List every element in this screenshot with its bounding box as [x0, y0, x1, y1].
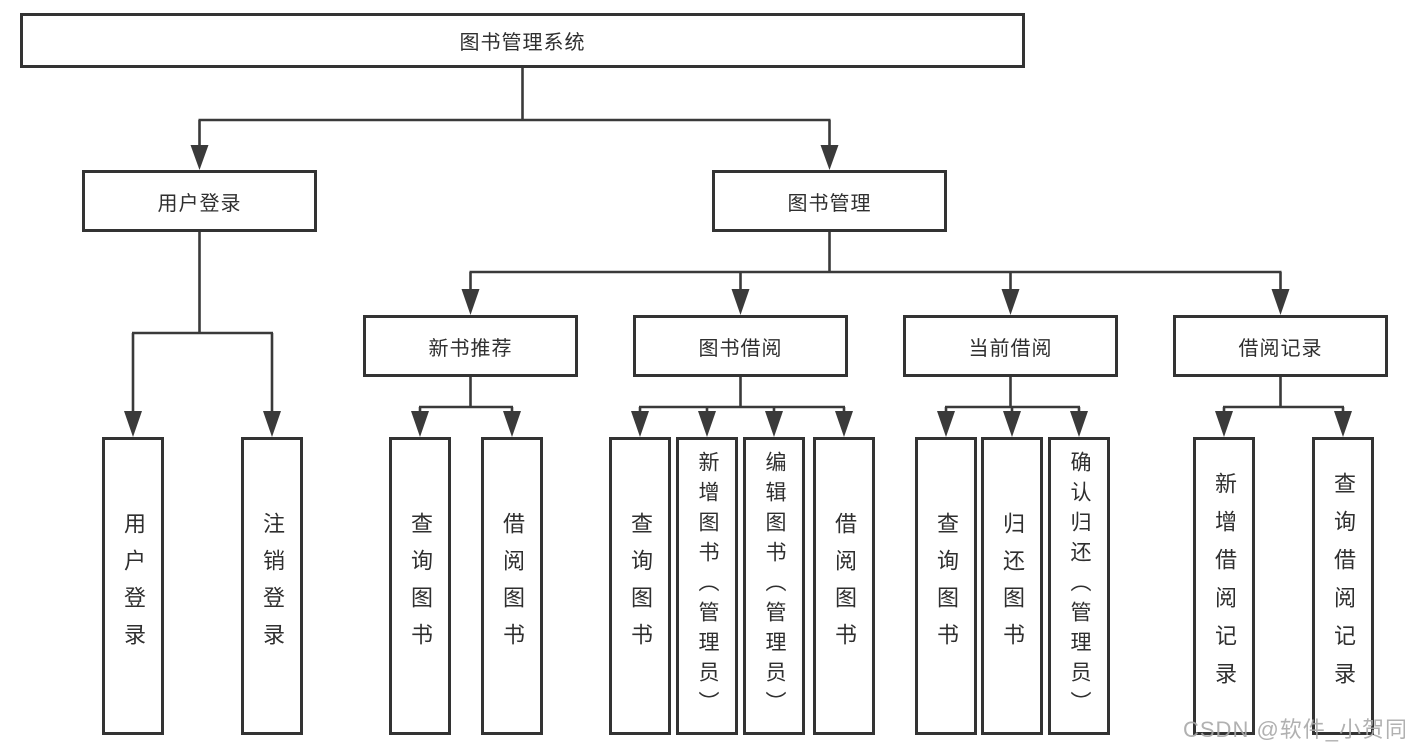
leaf-label: 查询图书 [408, 512, 433, 660]
leaf-user-login: 用户登录 [102, 437, 164, 735]
leaf-label: 归还图书 [1000, 512, 1025, 660]
leaf-cb-confirm-return-admin: 确认归还（管理员） [1048, 437, 1110, 735]
leaf-label: 用户登录 [121, 512, 146, 660]
leaf-label: 查询借阅记录 [1331, 472, 1356, 700]
node-new-book-recommend: 新书推荐 [363, 315, 578, 377]
leaf-nbr-query-books: 查询图书 [389, 437, 451, 735]
leaf-label: 编辑图书（管理员） [763, 451, 786, 721]
leaf-label: 查询图书 [934, 512, 959, 660]
leaf-bb-query-books: 查询图书 [609, 437, 671, 735]
node-user-login: 用户登录 [82, 170, 317, 232]
node-book-management: 图书管理 [712, 170, 947, 232]
leaf-cb-query-books: 查询图书 [915, 437, 977, 735]
leaf-label: 新增借阅记录 [1212, 472, 1237, 700]
leaf-br-query-record: 查询借阅记录 [1312, 437, 1374, 735]
node-borrow-records: 借阅记录 [1173, 315, 1388, 377]
node-system-root: 图书管理系统 [20, 13, 1025, 68]
leaf-br-add-record: 新增借阅记录 [1193, 437, 1255, 735]
leaf-bb-edit-books-admin: 编辑图书（管理员） [743, 437, 805, 735]
leaf-bb-borrow-books: 借阅图书 [813, 437, 875, 735]
leaf-label: 确认归还（管理员） [1068, 451, 1091, 721]
leaf-label: 注销登录 [260, 512, 285, 660]
watermark: CSDN @软件_小贺同学 [1183, 717, 1405, 742]
node-book-borrow: 图书借阅 [633, 315, 848, 377]
leaf-label: 借阅图书 [832, 512, 857, 660]
leaf-label: 借阅图书 [500, 512, 525, 660]
leaf-label: 查询图书 [628, 512, 653, 660]
leaf-bb-add-books-admin: 新增图书（管理员） [676, 437, 738, 735]
leaf-cb-return-books: 归还图书 [981, 437, 1043, 735]
leaf-label: 新增图书（管理员） [696, 451, 719, 721]
leaf-logout: 注销登录 [241, 437, 303, 735]
leaf-nbr-borrow-books: 借阅图书 [481, 437, 543, 735]
node-current-borrow: 当前借阅 [903, 315, 1118, 377]
